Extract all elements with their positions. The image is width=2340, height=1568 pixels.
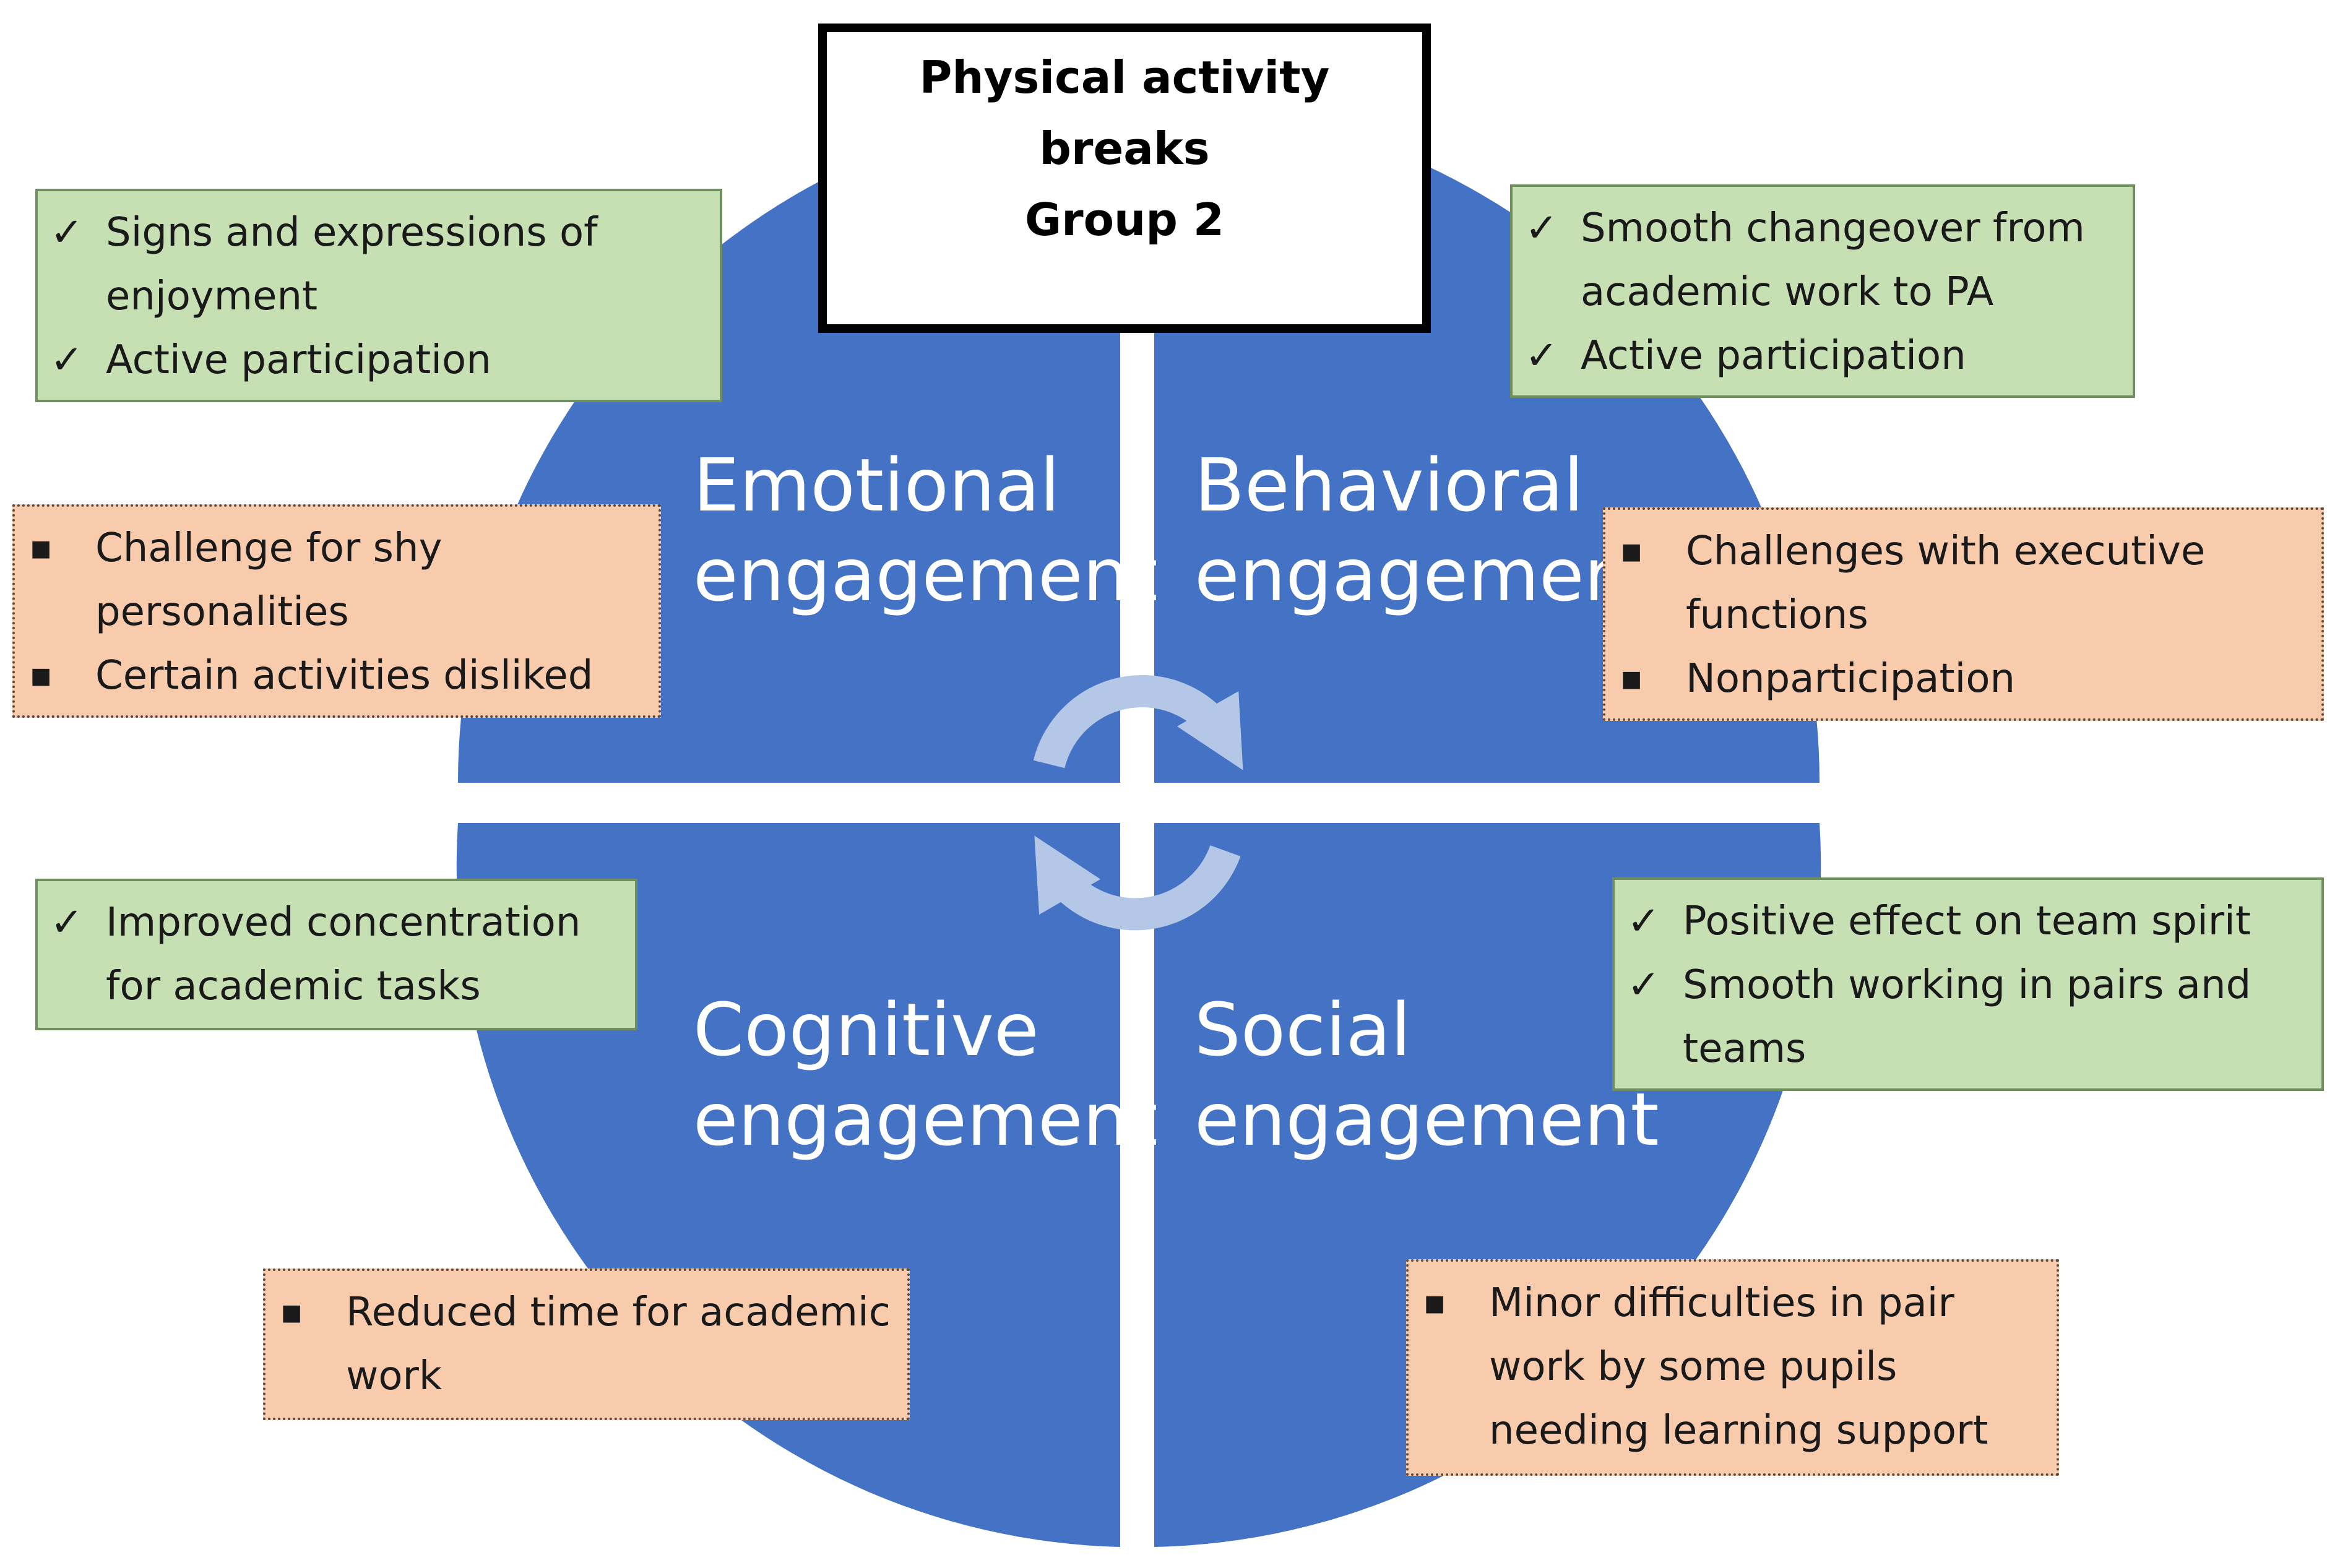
- social-negative-item: ■ Minor difficulties in pair work by some…: [1424, 1272, 2044, 1463]
- emotional-negative-item: ■ Certain activities disliked: [30, 644, 640, 708]
- behavioral-positive-list: ✓ Smooth changeover from academic work to…: [1513, 197, 2114, 388]
- cognitive-label-line1: Cognitive: [693, 987, 1039, 1072]
- behavioral-positive-box: ✓ Smooth changeover from academic work to…: [1510, 184, 2135, 398]
- square-bullet-icon: ■: [30, 536, 52, 561]
- emotional-label: Emotional engagement: [693, 442, 1158, 618]
- behavioral-negative-item-text: Challenges with executive functions: [1686, 528, 2206, 638]
- square-bullet-icon: ■: [281, 1300, 303, 1325]
- check-mark-icon: ✓: [1627, 898, 1660, 944]
- check-mark-icon: ✓: [50, 210, 84, 256]
- check-mark-icon: ✓: [1627, 962, 1660, 1008]
- emotional-positive-box: ✓ Signs and expressions of enjoyment ✓ Acti…: [35, 189, 722, 402]
- behavioral-negative-item-text: Nonparticipation: [1686, 656, 2016, 702]
- behavioral-label: Behavioral engagement: [1194, 442, 1659, 618]
- social-negative-box: ■ Minor difficulties in pair work by some…: [1406, 1259, 2059, 1476]
- square-bullet-icon: ■: [30, 663, 52, 689]
- social-positive-box: ✓ Positive effect on team spirit ✓ Smooth w…: [1612, 877, 2324, 1091]
- square-bullet-icon: ■: [1621, 666, 1643, 692]
- title-line2: Group 2: [1024, 194, 1225, 246]
- behavioral-positive-item-text: Smooth changeover from academic work to …: [1581, 205, 2085, 315]
- social-positive-list: ✓ Positive effect on team spirit ✓ Smooth w…: [1615, 890, 2303, 1081]
- social-positive-item: ✓ Positive effect on team spirit: [1615, 890, 2303, 954]
- circular-arrows-icon: [1033, 675, 1243, 931]
- check-mark-icon: ✓: [1525, 333, 1558, 379]
- social-positive-item: ✓ Smooth working in pairs and teams: [1615, 954, 2303, 1081]
- social-positive-item-text: Positive effect on team spirit: [1683, 898, 2251, 944]
- emotional-positive-item-text: Signs and expressions of enjoyment: [106, 210, 598, 319]
- behavioral-label-line1: Behavioral: [1194, 442, 1584, 528]
- behavioral-positive-item: ✓ Smooth changeover from academic work to…: [1513, 197, 2114, 324]
- behavioral-negative-list: ■ Challenges with executive functions ■ Non…: [1621, 520, 2303, 711]
- title-line1: Physical activity breaks: [919, 51, 1330, 174]
- social-label-line1: Social: [1194, 987, 1411, 1072]
- emotional-negative-list: ■ Challenge for shy personalities ■ Certain…: [30, 517, 640, 708]
- check-mark-icon: ✓: [1525, 205, 1558, 251]
- social-label-line2: engagement: [1194, 1077, 1659, 1162]
- behavioral-positive-item-text: Active participation: [1581, 333, 1966, 379]
- emotional-label-line1: Emotional: [693, 442, 1060, 528]
- cognitive-label: Cognitive engagement: [693, 987, 1158, 1162]
- emotional-negative-item-text: Challenge for shy personalities: [95, 525, 443, 635]
- behavioral-negative-box: ■ Challenges with executive functions ■ Non…: [1603, 507, 2324, 721]
- emotional-negative-item: ■ Challenge for shy personalities: [30, 517, 640, 644]
- check-mark-icon: ✓: [50, 337, 84, 383]
- cognitive-negative-box: ■ Reduced time for academic work: [263, 1269, 910, 1420]
- emotional-negative-item-text: Certain activities disliked: [95, 653, 594, 699]
- cycle-arrow-top: [1033, 675, 1243, 770]
- cognitive-negative-list: ■ Reduced time for academic work: [281, 1281, 895, 1408]
- behavioral-label-line2: engagement: [1194, 532, 1659, 618]
- cognitive-positive-item: ✓ Improved concentration for academic tas…: [38, 891, 616, 1019]
- emotional-positive-item-text: Active participation: [106, 337, 491, 383]
- emotional-label-line2: engagement: [693, 532, 1158, 618]
- cognitive-label-line2: engagement: [693, 1077, 1158, 1162]
- cognitive-negative-item: ■ Reduced time for academic work: [281, 1281, 895, 1408]
- square-bullet-icon: ■: [1424, 1291, 1446, 1316]
- emotional-negative-box: ■ Challenge for shy personalities ■ Certain…: [12, 504, 661, 718]
- social-label: Social engagement: [1194, 987, 1659, 1162]
- square-bullet-icon: ■: [1621, 539, 1643, 564]
- title-box: Physical activity breaks Group 2: [818, 24, 1431, 333]
- cognitive-positive-list: ✓ Improved concentration for academic tas…: [38, 891, 616, 1019]
- cognitive-positive-box: ✓ Improved concentration for academic tas…: [35, 879, 637, 1030]
- social-negative-item-text: Minor difficulties in pair work by some …: [1489, 1280, 1988, 1454]
- emotional-positive-item: ✓ Signs and expressions of enjoyment: [38, 201, 701, 329]
- social-negative-list: ■ Minor difficulties in pair work by some…: [1424, 1272, 2044, 1463]
- check-mark-icon: ✓: [50, 900, 84, 946]
- emotional-positive-item: ✓ Active participation: [38, 329, 701, 392]
- cycle-arrow-bottom: [1034, 835, 1241, 931]
- behavioral-negative-item: ■ Challenges with executive functions: [1621, 520, 2303, 647]
- cognitive-positive-item-text: Improved concentration for academic task…: [106, 900, 581, 1009]
- behavioral-positive-item: ✓ Active participation: [1513, 324, 2114, 388]
- emotional-positive-list: ✓ Signs and expressions of enjoyment ✓ Acti…: [38, 201, 701, 392]
- social-positive-item-text: Smooth working in pairs and teams: [1683, 962, 2251, 1072]
- behavioral-negative-item: ■ Nonparticipation: [1621, 647, 2303, 711]
- cognitive-negative-item-text: Reduced time for academic work: [346, 1290, 891, 1399]
